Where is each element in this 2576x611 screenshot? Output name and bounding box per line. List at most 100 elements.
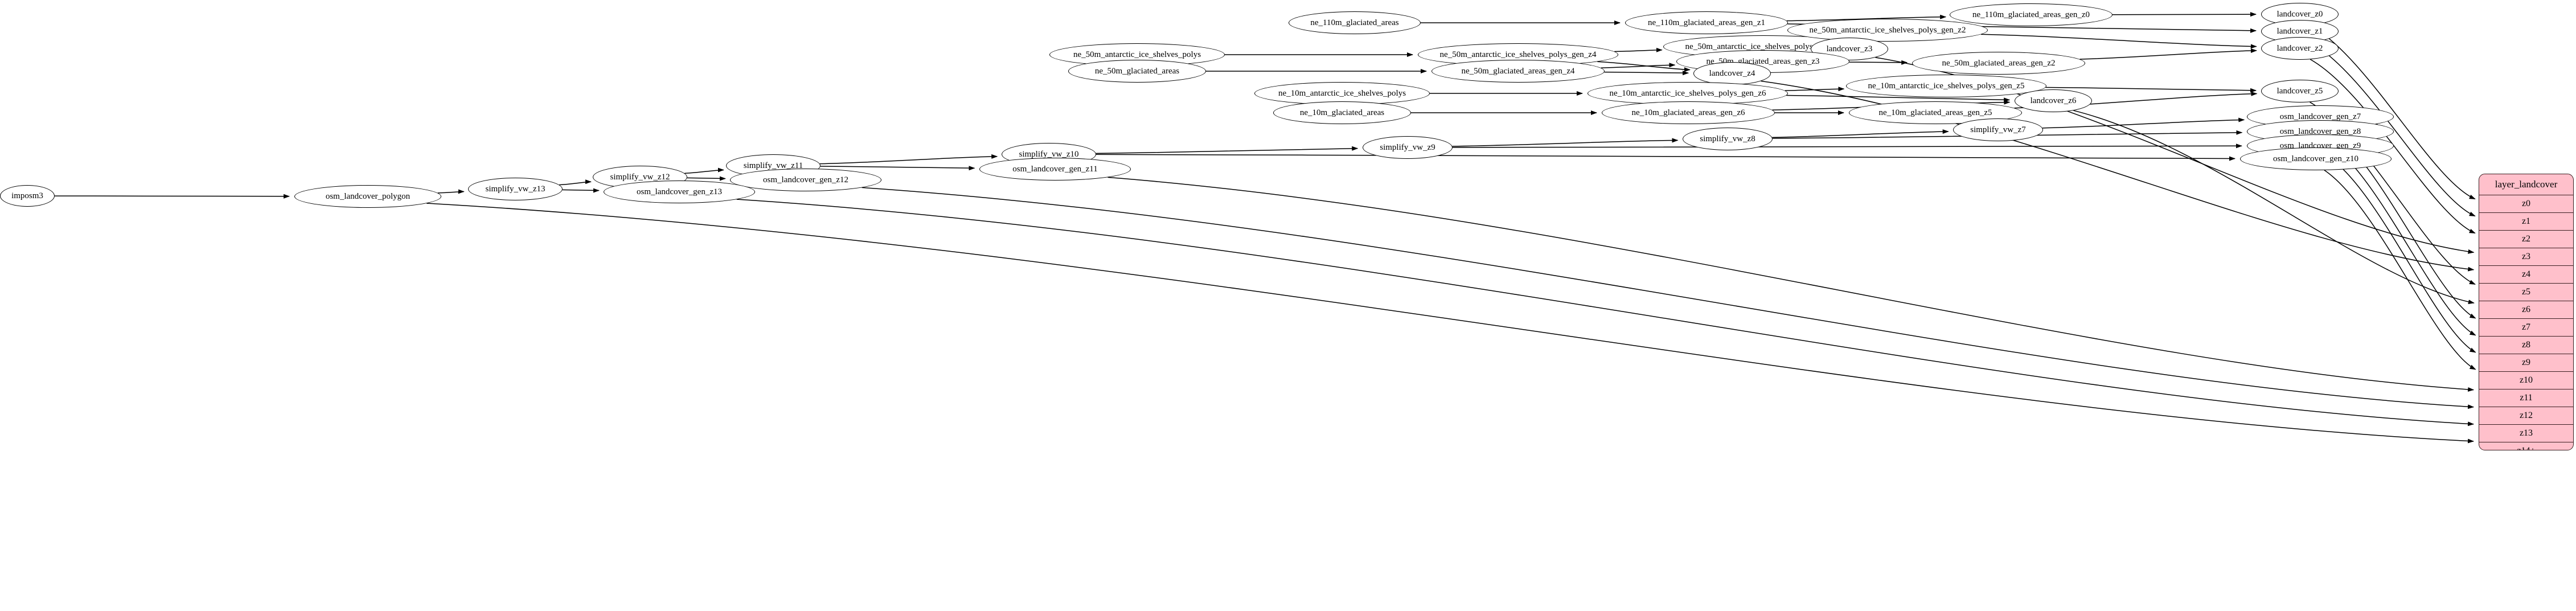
graph-node-label: landcover_z1 — [2276, 26, 2323, 36]
graph-node-ne_110m_glaciated_areas_gen_z1[interactable]: ne_110m_glaciated_areas_gen_z1 — [1625, 11, 1788, 34]
graph-node-label: landcover_z2 — [2276, 43, 2323, 53]
edge-ne_50m_antarctic_ice_shelves_polys_gen_z4-to-ne_50m_antarctic_ice_shelves_polys_gen_z3 — [1614, 47, 1663, 52]
edge-osm_landcover_gen_z12-to-layer_landcover.z12 — [862, 187, 2475, 409]
graph-node-simplify_vw_z8[interactable]: simplify_vw_z8 — [1683, 128, 1773, 150]
graph-node-ne_110m_glaciated_areas[interactable]: ne_110m_glaciated_areas — [1289, 11, 1421, 34]
graph-node-label: landcover_z0 — [2276, 9, 2323, 19]
graph-node-label: ne_10m_antarctic_ice_shelves_polys — [1278, 88, 1406, 98]
graph-node-label: simplify_vw_z8 — [1700, 134, 1755, 143]
graph-node-label: simplify_vw_z13 — [485, 184, 545, 194]
graph-node-ne_10m_glaciated_areas[interactable]: ne_10m_glaciated_areas — [1273, 101, 1411, 124]
graph-node-ne_50m_antarctic_ice_shelves_polys_gen_z2[interactable]: ne_50m_antarctic_ice_shelves_polys_gen_z… — [1787, 19, 1988, 42]
edge-landcover_z4-to-layer_landcover.z4 — [1761, 80, 2475, 272]
graph-node-label: ne_10m_antarctic_ice_shelves_polys_gen_z… — [1609, 88, 1766, 98]
graph-node-label: landcover_z3 — [1826, 44, 1873, 54]
edge-ne_10m_antarctic_ice_shelves_polys_gen_z5-to-landcover_z5 — [2045, 87, 2257, 93]
graph-node-label: ne_50m_glaciated_areas — [1094, 66, 1180, 76]
edge-osm_landcover_gen_z11-to-layer_landcover.z11 — [1107, 177, 2475, 392]
layer-table-row-z6[interactable]: z6 — [2479, 301, 2573, 319]
graph-node-label: landcover_z5 — [2276, 86, 2323, 96]
edge-ne_50m_antarctic_ice_shelves_polys_gen_z4-to-landcover_z4 — [1597, 61, 1691, 72]
layer-table-row-z3[interactable]: z3 — [2479, 248, 2573, 266]
edge-ne_50m_glaciated_areas_gen_z3-to-ne_50m_glaciated_areas_gen_z2 — [1849, 60, 1908, 65]
graph-node-osm_landcover_polygon[interactable]: osm_landcover_polygon — [294, 185, 441, 208]
edge-ne_50m_glaciated_areas_gen_z4-to-ne_50m_glaciated_areas_gen_z3 — [1601, 63, 1676, 68]
edge-ne_110m_glaciated_areas_gen_z0-to-landcover_z0 — [2112, 12, 2257, 17]
layer-table-header: layer_landcover — [2479, 174, 2573, 195]
graph-node-landcover_z5[interactable]: landcover_z5 — [2261, 80, 2339, 102]
graph-node-label: ne_110m_glaciated_areas_gen_z0 — [1972, 10, 2090, 19]
graph-node-osm_landcover_gen_z13[interactable]: osm_landcover_gen_z13 — [604, 181, 755, 203]
edge-ne_50m_glaciated_areas_gen_z2-to-landcover_z2 — [2079, 48, 2257, 60]
edge-simplify_vw_z9-to-simplify_vw_z8 — [1452, 138, 1679, 147]
edge-osm_landcover_polygon-to-simplify_vw_z13 — [437, 189, 465, 194]
graph-node-ne_10m_antarctic_ice_shelves_polys_gen_z5[interactable]: ne_10m_antarctic_ice_shelves_polys_gen_z… — [1846, 75, 2046, 97]
graph-node-label: ne_10m_glaciated_areas_gen_z5 — [1878, 108, 1992, 117]
graph-node-imposm3[interactable]: imposm3 — [0, 185, 55, 207]
layer-table-row-z4[interactable]: z4 — [2479, 266, 2573, 284]
layer-table-row-z11[interactable]: z11 — [2479, 389, 2573, 407]
layer-table-row-z7[interactable]: z7 — [2479, 319, 2573, 337]
graph-node-simplify_vw_z9[interactable]: simplify_vw_z9 — [1363, 136, 1453, 159]
graph-node-ne_10m_glaciated_areas_gen_z6[interactable]: ne_10m_glaciated_areas_gen_z6 — [1602, 101, 1775, 124]
edge-ne_10m_antarctic_ice_shelves_polys_gen_z6-to-ne_10m_antarctic_ice_shelves_polys_gen_z5 — [1785, 87, 1845, 92]
graph-node-label: simplify_vw_z9 — [1380, 142, 1435, 152]
graph-node-landcover_z2[interactable]: landcover_z2 — [2261, 37, 2339, 60]
graph-node-label: ne_50m_glaciated_areas_gen_z2 — [1942, 58, 2056, 68]
layer-table-row-z0[interactable]: z0 — [2479, 195, 2573, 213]
edge-landcover_z1-to-layer_landcover.z1 — [2310, 42, 2476, 217]
edge-ne_50m_glaciated_areas_gen_z4-to-landcover_z4 — [1604, 71, 1689, 76]
edge-simplify_vw_z11-to-osm_landcover_gen_z11 — [820, 166, 975, 171]
graph-node-label: ne_50m_antarctic_ice_shelves_polys_gen_z… — [1439, 50, 1597, 59]
graph-node-ne_110m_glaciated_areas_gen_z0[interactable]: ne_110m_glaciated_areas_gen_z0 — [1950, 3, 2113, 26]
layer-table-row-z8[interactable]: z8 — [2479, 337, 2573, 354]
graph-node-osm_landcover_gen_z12[interactable]: osm_landcover_gen_z12 — [730, 169, 881, 191]
edge-osm_landcover_gen_z8-to-layer_landcover.z8 — [2328, 142, 2476, 336]
edge-landcover_z2-to-layer_landcover.z2 — [2310, 59, 2476, 234]
layer-table-row-z12[interactable]: z12 — [2479, 407, 2573, 425]
graph-node-label: ne_10m_glaciated_areas_gen_z6 — [1631, 108, 1745, 117]
graph-node-label: ne_110m_glaciated_areas_gen_z1 — [1647, 18, 1766, 27]
edge-osm_landcover_gen_z9-to-layer_landcover.z9 — [2328, 157, 2476, 353]
edge-simplify_vw_z10-to-simplify_vw_z9 — [1096, 146, 1359, 154]
graph-node-ne_50m_glaciated_areas_gen_z2[interactable]: ne_50m_glaciated_areas_gen_z2 — [1912, 52, 2085, 75]
graph-node-label: ne_50m_antarctic_ice_shelves_polys — [1073, 50, 1201, 59]
graph-node-label: ne_50m_glaciated_areas_gen_z4 — [1461, 66, 1575, 76]
edge-simplify_vw_z7-to-osm_landcover_gen_z7 — [2042, 117, 2245, 129]
edge-ne_50m_antarctic_ice_shelves_polys_gen_z2-to-landcover_z2 — [1981, 34, 2257, 49]
graph-node-ne_50m_glaciated_areas[interactable]: ne_50m_glaciated_areas — [1068, 60, 1206, 83]
edge-simplify_vw_z11-to-simplify_vw_z10 — [819, 154, 998, 165]
edge-osm_landcover_gen_z10-to-layer_landcover.z10 — [2324, 170, 2476, 370]
layer-table-row-z1[interactable]: z1 — [2479, 213, 2573, 231]
graph-node-simplify_vw_z7[interactable]: simplify_vw_z7 — [1953, 118, 2043, 141]
graph-node-label: ne_10m_glaciated_areas — [1299, 108, 1385, 117]
graph-node-label: osm_landcover_polygon — [325, 191, 411, 201]
layer-table-row-z9[interactable]: z9 — [2479, 354, 2573, 372]
graph-node-label: osm_landcover_gen_z10 — [2273, 154, 2358, 163]
graph-node-label: osm_landcover_gen_z11 — [1012, 164, 1098, 174]
graph-node-label: landcover_z6 — [2030, 96, 2077, 105]
graph-node-label: landcover_z4 — [1709, 68, 1755, 78]
layer-table-row-z10[interactable]: z10 — [2479, 372, 2573, 389]
layer-table-row-z5[interactable]: z5 — [2479, 284, 2573, 301]
graph-node-label: simplify_vw_z7 — [1970, 125, 2026, 134]
graph-node-ne_50m_glaciated_areas_gen_z4[interactable]: ne_50m_glaciated_areas_gen_z4 — [1431, 60, 1605, 83]
edge-simplify_vw_z8-to-simplify_vw_z7 — [1772, 129, 1949, 138]
layer-table-row-z14p[interactable]: z14+ — [2479, 442, 2573, 450]
graph-node-osm_landcover_gen_z11[interactable]: osm_landcover_gen_z11 — [979, 158, 1131, 181]
layer-table-row-z13[interactable]: z13 — [2479, 425, 2573, 442]
edge-osm_landcover_gen_z13-to-layer_landcover.z13 — [736, 199, 2475, 427]
layer-table-row-z2[interactable]: z2 — [2479, 231, 2573, 248]
graph-node-label: ne_10m_antarctic_ice_shelves_polys_gen_z… — [1868, 81, 2025, 91]
graph-node-landcover_z4[interactable]: landcover_z4 — [1693, 62, 1771, 85]
graph-node-landcover_z6[interactable]: landcover_z6 — [2015, 89, 2092, 112]
edge-simplify_vw_z9-to-osm_landcover_gen_z9 — [1452, 143, 2243, 149]
graph-node-simplify_vw_z13[interactable]: simplify_vw_z13 — [468, 178, 563, 200]
graph-node-osm_landcover_gen_z10[interactable]: osm_landcover_gen_z10 — [2240, 147, 2392, 170]
edge-simplify_vw_z10-to-osm_landcover_gen_z10 — [1096, 154, 2236, 161]
graph-node-label: osm_landcover_gen_z12 — [763, 175, 848, 184]
layer-table-rows: z0z1z2z3z4z5z6z7z8z9z10z11z12z13z14+ — [2479, 195, 2573, 450]
edge-simplify_vw_z12-to-simplify_vw_z11 — [684, 167, 724, 174]
